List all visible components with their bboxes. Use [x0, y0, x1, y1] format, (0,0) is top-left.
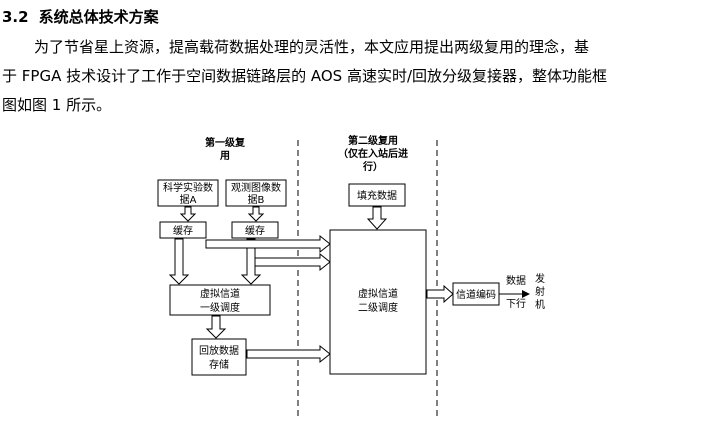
vc-level2-line-2: 二级调度 — [358, 301, 398, 314]
arrow-buffer-b-realtime — [254, 252, 331, 272]
vc-level1-box — [169, 284, 271, 316]
section-title: 系统总体技术方案 — [38, 8, 159, 26]
playback-storage-line-1: 回放数据 — [199, 344, 239, 357]
downlink-arrow-head — [522, 290, 530, 298]
stage2-title-line-1: 第二级复用 — [348, 134, 398, 147]
arrow-source-a-to-buffer — [179, 206, 197, 222]
downlink-label-line-2: 下行 — [506, 297, 526, 310]
source-a-box — [157, 179, 219, 207]
transmitter-char-3: 机 — [535, 298, 545, 311]
arrow-storage-to-level2 — [246, 344, 331, 364]
source-a-line-1: 科学实验数 — [163, 181, 213, 194]
stage1-title-line-2: 用 — [219, 150, 230, 162]
fill-data-box — [348, 183, 406, 207]
stage1-title-line-1: 第一级复 — [205, 136, 246, 149]
paragraph-line-3: 图如图 1 所示。 — [2, 96, 112, 114]
vc-level1-line-2: 一级调度 — [200, 301, 240, 314]
downlink-label-line-1: 数据 — [506, 274, 526, 287]
fill-data-label: 填充数据 — [357, 189, 397, 202]
buffer-a-label: 缓存 — [173, 224, 193, 237]
transmitter-char-2: 射 — [535, 286, 545, 298]
buffer-b-label: 缓存 — [245, 224, 265, 237]
vc-level2-box — [329, 229, 427, 375]
arrow-buffer-a-realtime — [205, 234, 331, 254]
source-a-line-2: 据A — [180, 193, 197, 206]
channel-coding-label: 信道编码 — [456, 288, 496, 301]
vc-level2-line-1: 虚拟信道 — [358, 287, 398, 300]
arrow-buffer-a-down — [168, 238, 190, 285]
section-heading: 3.2 系统总体技术方案 — [2, 6, 159, 27]
playback-storage-line-2: 存储 — [209, 358, 229, 371]
stage2-title-line-3: 行） — [362, 160, 383, 173]
stage2-title-line-2: （仅在入站后进 — [338, 147, 408, 160]
source-b-box — [225, 179, 287, 207]
paragraph-line-1: 为了节省星上资源，提高载荷数据处理的灵活性，本文应用提出两级复用的理念，基 — [34, 38, 590, 56]
arrow-level1-to-storage — [205, 315, 227, 339]
arrow-fill-to-level2 — [366, 206, 388, 230]
arrow-source-b-to-buffer — [247, 206, 265, 222]
vc-level1-line-1: 虚拟信道 — [200, 287, 240, 300]
source-b-line-1: 观测图像数 — [231, 181, 281, 194]
source-b-line-2: 据B — [248, 193, 265, 206]
section-number: 3.2 — [2, 8, 29, 26]
buffer-b-box — [231, 221, 279, 239]
arrow-level2-to-coding — [426, 284, 454, 304]
paragraph-line-2: 于 FPGA 技术设计了工作于空间数据链路层的 AOS 高速实时/回放分级复接器… — [2, 67, 608, 85]
buffer-a-box — [159, 221, 207, 239]
playback-storage-box — [191, 338, 247, 376]
transmitter-char-1: 发 — [535, 272, 545, 285]
